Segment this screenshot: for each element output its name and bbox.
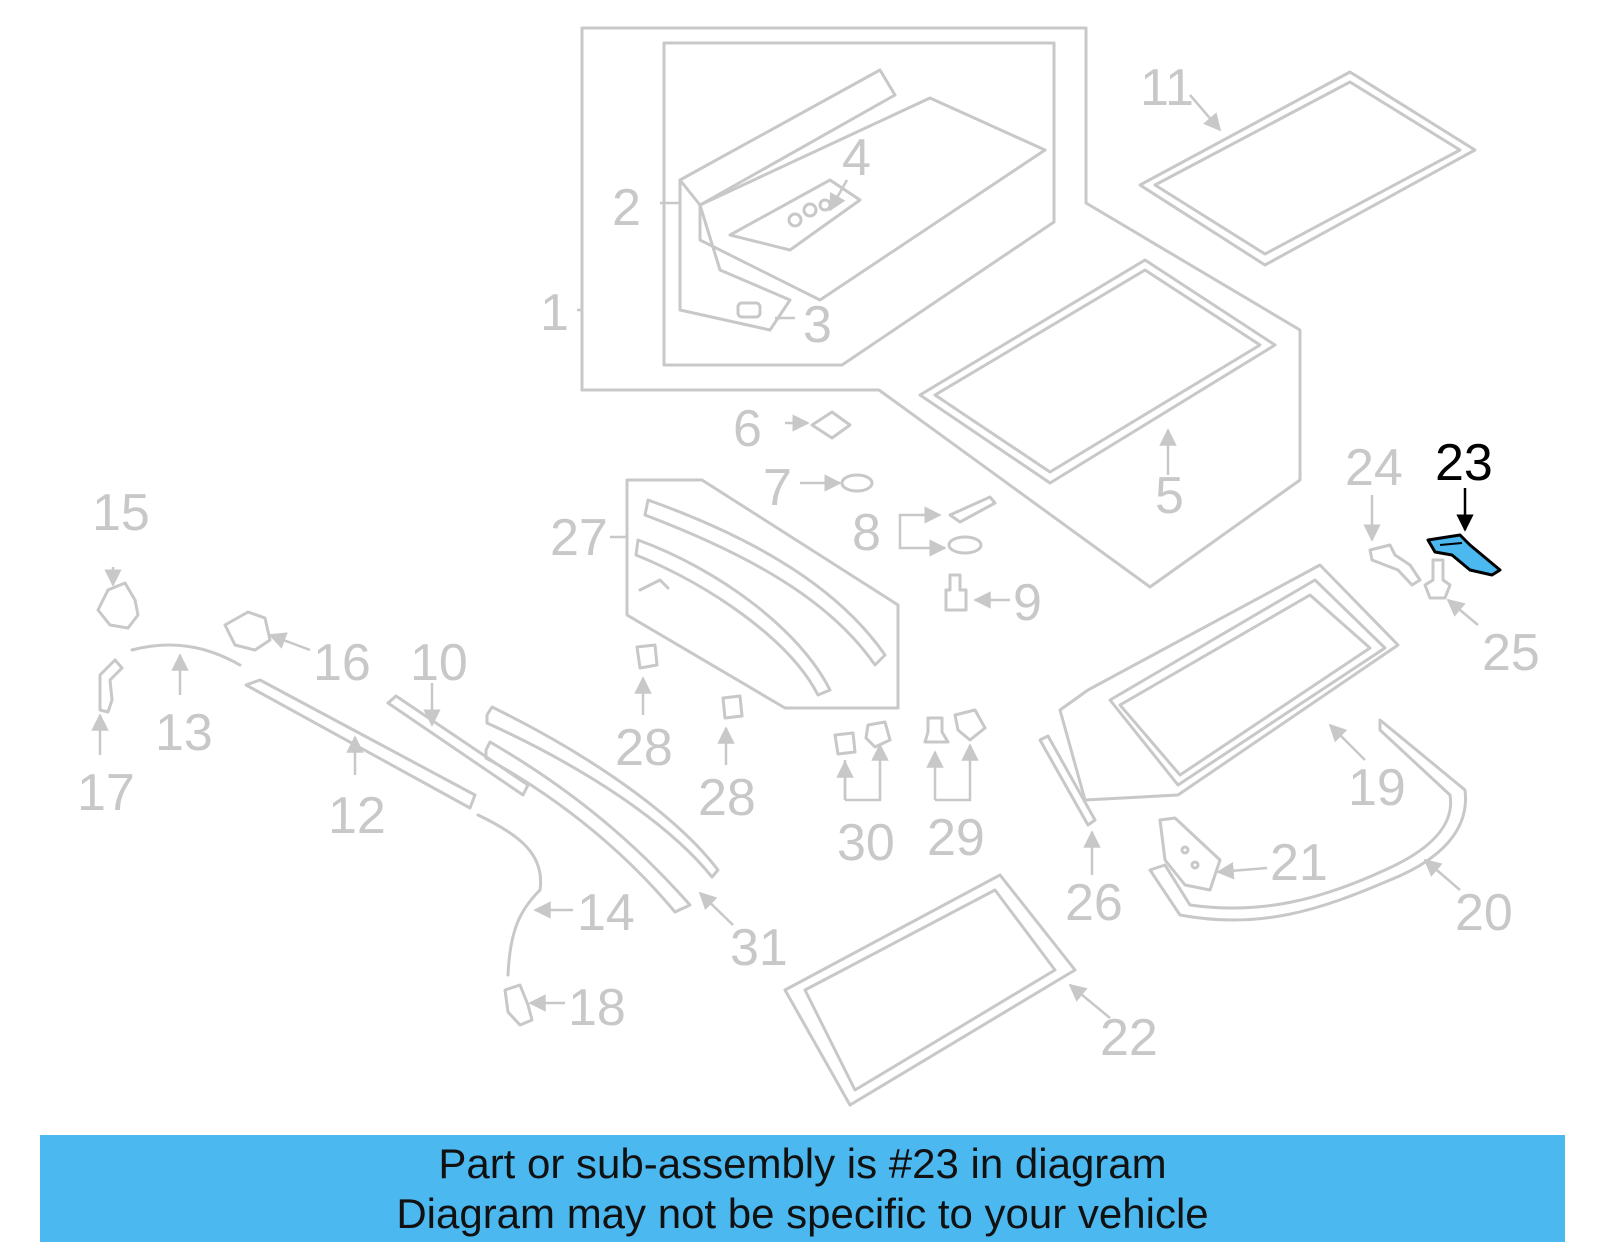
highlighted-part-23[interactable]	[1426, 533, 1502, 577]
callout-29: 29	[927, 809, 985, 867]
parts-diagram: 1 2 3 4 5 6 7 8 9 10 11 12 13 14 15 16 1…	[77, 26, 1540, 1107]
small-parts-6-9	[810, 410, 997, 612]
callout-5: 5	[1155, 467, 1184, 525]
callout-8: 8	[852, 504, 881, 562]
part-24-clip	[1368, 543, 1422, 587]
callout-numbers: 1 2 3 4 5 6 7 8 9 10 11 12 13 14 15 16 1…	[77, 59, 1540, 1067]
roof-assembly-outline	[580, 26, 1302, 589]
callout-26: 26	[1065, 874, 1123, 932]
callout-31: 31	[730, 919, 788, 977]
callout-20: 20	[1455, 884, 1513, 942]
panel-27-outline	[625, 478, 900, 710]
banner-line-disclaimer: Diagram may not be specific to your vehi…	[396, 1189, 1209, 1237]
callout-25: 25	[1482, 624, 1540, 682]
callout-7: 7	[763, 459, 792, 517]
callout-1: 1	[540, 284, 569, 342]
headliner-panel	[678, 68, 1047, 332]
callout-27: 27	[550, 509, 608, 567]
leader-lines	[91, 94, 1479, 1019]
callout-3: 3	[803, 296, 832, 354]
callout-19: 19	[1348, 759, 1406, 817]
callout-4: 4	[842, 129, 871, 187]
callout-28b: 28	[698, 769, 756, 827]
sunroof-glass	[1138, 70, 1477, 267]
roof-glass-panel	[918, 258, 1277, 485]
part-25-bolt	[1423, 558, 1452, 600]
callout-17: 17	[77, 764, 135, 822]
callout-11: 11	[1140, 59, 1194, 117]
callout-9: 9	[1013, 574, 1042, 632]
callout-16: 16	[313, 634, 371, 692]
banner-line-part: Part or sub-assembly is #23 in diagram	[438, 1139, 1167, 1187]
callout-28a: 28	[615, 719, 673, 777]
callout-22: 22	[1100, 1009, 1158, 1067]
part-info-banner: Part or sub-assembly is #23 in diagram D…	[40, 1135, 1565, 1242]
callout-23: 23	[1435, 434, 1493, 492]
callout-24: 24	[1345, 439, 1403, 497]
windshield-22	[783, 873, 1077, 1107]
callout-10: 10	[410, 634, 468, 692]
callout-6: 6	[733, 400, 762, 458]
callout-2: 2	[612, 179, 641, 237]
callout-12: 12	[328, 787, 386, 845]
callout-21: 21	[1270, 834, 1328, 892]
rear-window	[1058, 563, 1400, 802]
rear-trim-20	[1148, 718, 1468, 922]
left-side-moldings	[96, 581, 720, 1027]
callout-14: 14	[577, 884, 635, 942]
callout-13: 13	[155, 704, 213, 762]
callout-30: 30	[837, 814, 895, 872]
bracket-21	[1158, 816, 1222, 892]
callout-18: 18	[568, 979, 626, 1037]
callout-15: 15	[92, 484, 150, 542]
strip-26	[1038, 734, 1097, 827]
